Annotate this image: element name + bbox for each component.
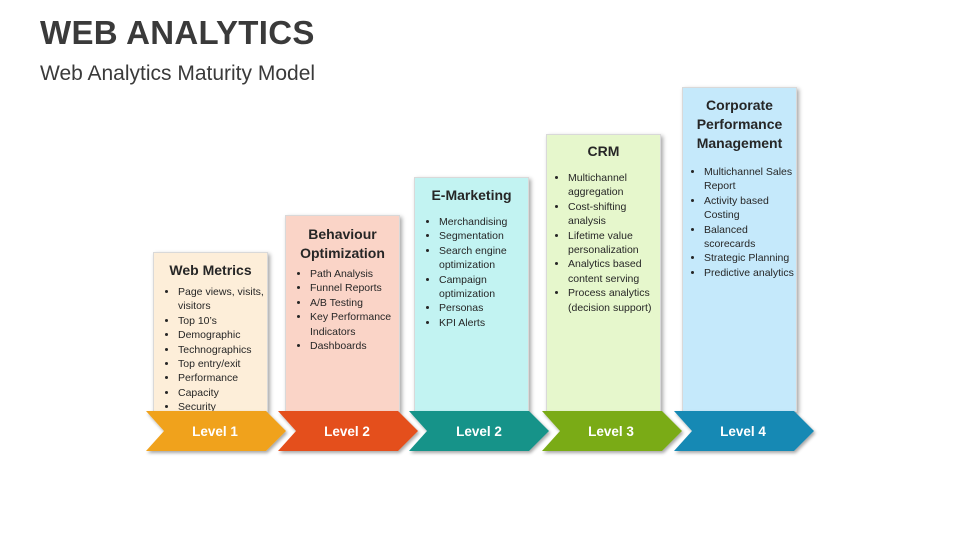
stage-item: Technographics <box>178 343 267 357</box>
stage-item: Path Analysis <box>310 267 399 281</box>
stage-item: Strategic Planning <box>704 251 796 265</box>
level-label: Level 4 <box>720 424 766 439</box>
stage-item: Key Performance Indicators <box>310 310 399 339</box>
stage-title: E-Marketing <box>431 187 512 203</box>
page-title: WEB ANALYTICS <box>40 14 315 51</box>
level-label: Level 2 <box>456 424 502 439</box>
stage-box-web-metrics: Web Metrics Page views, visits, visitors… <box>153 252 268 415</box>
stage-box-e-marketing: E-Marketing MerchandisingSegmentationSea… <box>414 177 529 412</box>
stage-title: Web Metrics <box>169 262 252 278</box>
stage-item: Merchandising <box>439 215 528 229</box>
stage-item: Campaign optimization <box>439 273 528 302</box>
stage-item: KPI Alerts <box>439 316 528 330</box>
level-1-arrow <box>146 411 286 451</box>
stage-item: Top entry/exit <box>178 357 267 371</box>
stage-title: Behaviour Optimization <box>300 226 385 261</box>
stage-item: Demographic <box>178 328 267 342</box>
stage-item: Multichannel aggregation <box>568 171 660 200</box>
level-label: Level 2 <box>324 424 370 439</box>
stage-title: CRM <box>587 143 620 159</box>
stage-items: Page views, visits, visitorsTop 10’sDemo… <box>154 285 267 415</box>
stage-box-corporate-performance-management: Corporate Performance Management Multich… <box>682 87 797 412</box>
stage-item: Segmentation <box>439 229 528 243</box>
stage-item: Funnel Reports <box>310 281 399 295</box>
stage-item: Cost-shifting analysis <box>568 200 660 229</box>
page-subtitle: Web Analytics Maturity Model <box>40 62 316 85</box>
stage-item: Security <box>178 400 267 414</box>
level-2-arrow <box>278 411 418 451</box>
level-label: Level 3 <box>588 424 634 439</box>
stage-item: Lifetime value personalization <box>568 229 660 258</box>
stage-item: Process analytics (decision support) <box>568 286 660 315</box>
stage-item: Search engine optimization <box>439 244 528 273</box>
stage-item: Personas <box>439 301 528 315</box>
level-2-arrow <box>409 411 549 451</box>
stage-title: Corporate Performance Management <box>696 97 783 151</box>
level-3-arrow <box>542 411 682 451</box>
stage-item: Multichannel Sales Report <box>704 165 796 194</box>
stage-item: A/B Testing <box>310 296 399 310</box>
stage-items: Multichannel aggregationCost-shifting an… <box>547 171 660 315</box>
stage-item: Capacity <box>178 386 267 400</box>
level-label: Level 1 <box>192 424 238 439</box>
stage-item: Performance <box>178 371 267 385</box>
stage-item: Dashboards <box>310 339 399 353</box>
stage-items: Multichannel Sales ReportActivity based … <box>683 165 796 280</box>
stage-item: Activity based Costing <box>704 194 796 223</box>
stage-item: Analytics based content serving <box>568 257 660 286</box>
stage-box-behaviour-optimization: Behaviour Optimization Path AnalysisFunn… <box>285 215 400 412</box>
stage-item: Top 10’s <box>178 314 267 328</box>
stage-item: Page views, visits, visitors <box>178 285 267 314</box>
stage-item: Predictive analytics <box>704 266 796 280</box>
stage-box-crm: CRM Multichannel aggregationCost-shiftin… <box>546 134 661 412</box>
stage-item: Balanced scorecards <box>704 223 796 252</box>
stage-items: Path AnalysisFunnel ReportsA/B TestingKe… <box>286 267 399 353</box>
stage-items: MerchandisingSegmentationSearch engine o… <box>415 215 528 330</box>
level-4-arrow <box>674 411 814 451</box>
